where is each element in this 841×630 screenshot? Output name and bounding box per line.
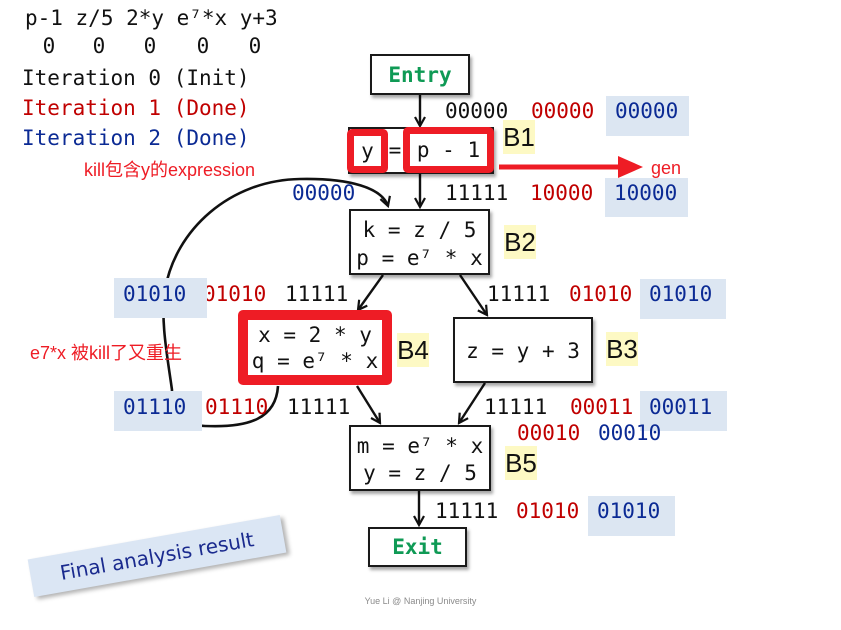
b5-stmt: y = z / 5 — [363, 461, 477, 485]
b3-b5-iter0: 11111 — [484, 395, 548, 419]
b5-exit-iter2-highlight: 01010 — [588, 496, 675, 536]
entry-b1-iter2-highlight: 00000 — [606, 96, 689, 136]
initial-bit: 0 — [143, 34, 157, 58]
b4-stmt: x = 2 * y — [258, 323, 372, 347]
block-b3: z = y + 3 — [453, 317, 593, 383]
block-label-b4: B4 — [397, 333, 429, 367]
b2-b3-iter0: 11111 — [487, 282, 551, 306]
exit-node: Exit — [368, 527, 467, 567]
expression-label: y+3 — [239, 6, 278, 30]
b3-b5-iter2-highlight: 00011 — [640, 391, 727, 431]
b1-b2-iter0: 11111 — [445, 181, 509, 205]
block-label-b1: B1 — [503, 120, 535, 154]
b5-exit-iter0: 11111 — [435, 499, 499, 523]
b4-stmt: q = e⁷ * x — [251, 349, 379, 373]
b4-b5-iter2-highlight: 01110 — [114, 391, 202, 431]
expression-label: e⁷*x — [176, 6, 228, 30]
kill-annotation: kill包含y的expression — [84, 160, 256, 180]
b4-b5-iter1: 01110 — [205, 395, 269, 419]
b5-in-iter1: 00010 — [517, 421, 581, 445]
initial-bit: 0 — [92, 34, 106, 58]
b2-stmt: k = z / 5 — [362, 218, 477, 242]
b4-b5-iter2: 01110 — [123, 395, 187, 419]
initial-bit: 0 — [248, 34, 262, 58]
b2-b4-iter1: 01010 — [203, 282, 267, 306]
b3-stmt: z = y + 3 — [466, 339, 580, 363]
edge-b3-b5 — [459, 382, 487, 423]
entry-b1-iter2: 00000 — [615, 99, 679, 123]
block-b4: x = 2 * y q = e⁷ * x — [238, 310, 392, 385]
b2-b3-iter2: 01010 — [649, 282, 713, 306]
b2-b4-iter0: 11111 — [285, 282, 349, 306]
block-label-b5: B5 — [505, 446, 537, 480]
legend-iteration-2: Iteration 2 (Done) — [22, 126, 250, 150]
legend-iteration-1: Iteration 1 (Done) — [22, 96, 250, 120]
block-b5: m = e⁷ * x y = z / 5 — [349, 425, 491, 491]
b1-b2-iter2-highlight: 10000 — [605, 178, 688, 217]
b1-b2-iter2: 10000 — [614, 181, 678, 205]
b2-b4-iter2-highlight: 01010 — [114, 278, 207, 318]
expression-label: 2*y — [126, 6, 164, 30]
block-b2: k = z / 5 p = e⁷ * x — [349, 209, 490, 275]
b1-b2-iter1: 10000 — [530, 181, 594, 205]
b5-exit-iter2: 01010 — [597, 499, 661, 523]
loop-iter2: 00000 — [292, 181, 356, 205]
b5-in-iter2: 00010 — [598, 421, 662, 445]
b5-stmt: m = e⁷ * x — [356, 434, 484, 458]
b1-rhs-gen-highlight: p - 1 — [403, 127, 494, 173]
block-label-b3: B3 — [606, 332, 638, 366]
b1-lhs: y — [361, 139, 374, 163]
entry-b1-iter0: 00000 — [445, 99, 509, 123]
b1-assign-op: = — [388, 138, 402, 162]
entry-node: Entry — [370, 54, 470, 95]
edge-b4-b5 — [355, 385, 380, 423]
entry-b1-iter1: 00000 — [531, 99, 595, 123]
initial-bit: 0 — [42, 34, 56, 58]
b4-b5-iter0: 11111 — [287, 395, 351, 419]
block-label-b2: B2 — [504, 225, 536, 259]
reborn-annotation: e7*x 被kill了又重生 — [30, 343, 183, 363]
b1-rhs: p - 1 — [416, 138, 481, 162]
expression-label: p-1 — [25, 6, 63, 30]
b1-lhs-kill-highlight: y — [347, 129, 388, 173]
expression-label: z/5 — [75, 6, 114, 30]
b2-b3-iter2-highlight: 01010 — [640, 279, 726, 319]
b2-stmt: p = e⁷ * x — [356, 246, 483, 270]
gen-arrow-head — [618, 156, 643, 178]
legend-iteration-0: Iteration 0 (Init) — [22, 66, 250, 90]
footer-credit: Yue Li @ Nanjing University — [364, 596, 477, 606]
b2-b4-iter2: 01010 — [123, 282, 187, 306]
b3-b5-iter2: 00011 — [649, 395, 713, 419]
b3-b5-iter1: 00011 — [570, 395, 634, 419]
b5-exit-iter1: 01010 — [516, 499, 580, 523]
initial-bit: 0 — [196, 34, 210, 58]
edge-b2-b4 — [358, 274, 384, 310]
edge-b2-b3 — [459, 274, 487, 315]
expression-header: p-1 z/5 2*y e⁷*x y+3 — [25, 6, 278, 30]
gen-annotation: gen — [651, 158, 682, 178]
b2-b3-iter1: 01010 — [569, 282, 633, 306]
